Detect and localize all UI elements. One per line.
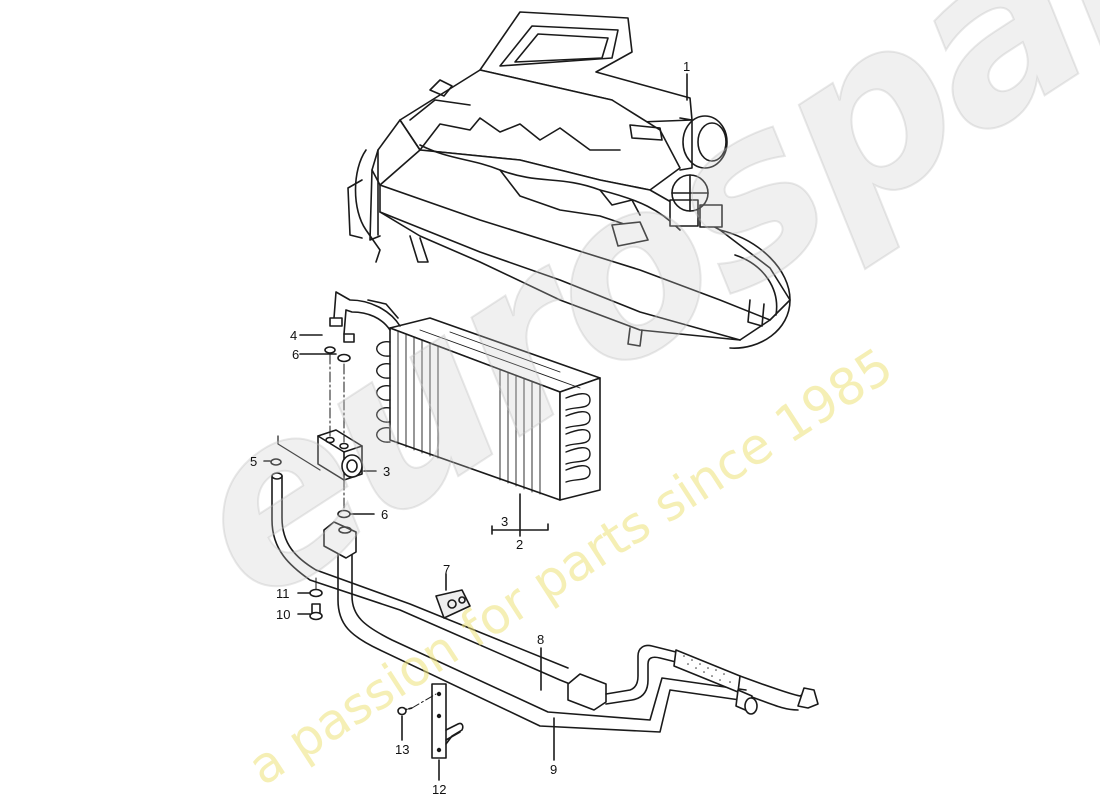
- callout-5: 5: [250, 454, 258, 469]
- callout-1: 1: [683, 59, 691, 74]
- callout-11: 11: [276, 586, 290, 601]
- expansion-valve: [317, 429, 363, 481]
- callout-8: 8: [537, 632, 545, 647]
- callout-3-sub: 3: [501, 514, 509, 529]
- refrigerant-lines: [271, 472, 819, 733]
- callout-9: 9: [550, 762, 558, 777]
- seal-4: [324, 346, 336, 354]
- screw-13: [397, 706, 407, 716]
- hose-texture: [683, 655, 731, 683]
- seal-6-upper: [337, 353, 351, 363]
- callout-2: 2: [516, 537, 524, 552]
- evaporator-core: [329, 291, 601, 501]
- callout-10: 10: [276, 607, 291, 622]
- bracket-12: [431, 683, 464, 759]
- callout-7: 7: [443, 562, 451, 577]
- callout-4: 4: [290, 328, 298, 343]
- housing-unit: [347, 11, 791, 349]
- bracket-2-3: [491, 523, 549, 535]
- callout-6-lower: 6: [381, 507, 389, 522]
- callout-13: 13: [395, 742, 410, 757]
- callout-12: 12: [432, 782, 447, 797]
- callout-3-valve: 3: [383, 464, 391, 479]
- callout-6-upper: 6: [292, 347, 300, 362]
- seal-5: [270, 458, 282, 466]
- grommet-7: [435, 589, 471, 619]
